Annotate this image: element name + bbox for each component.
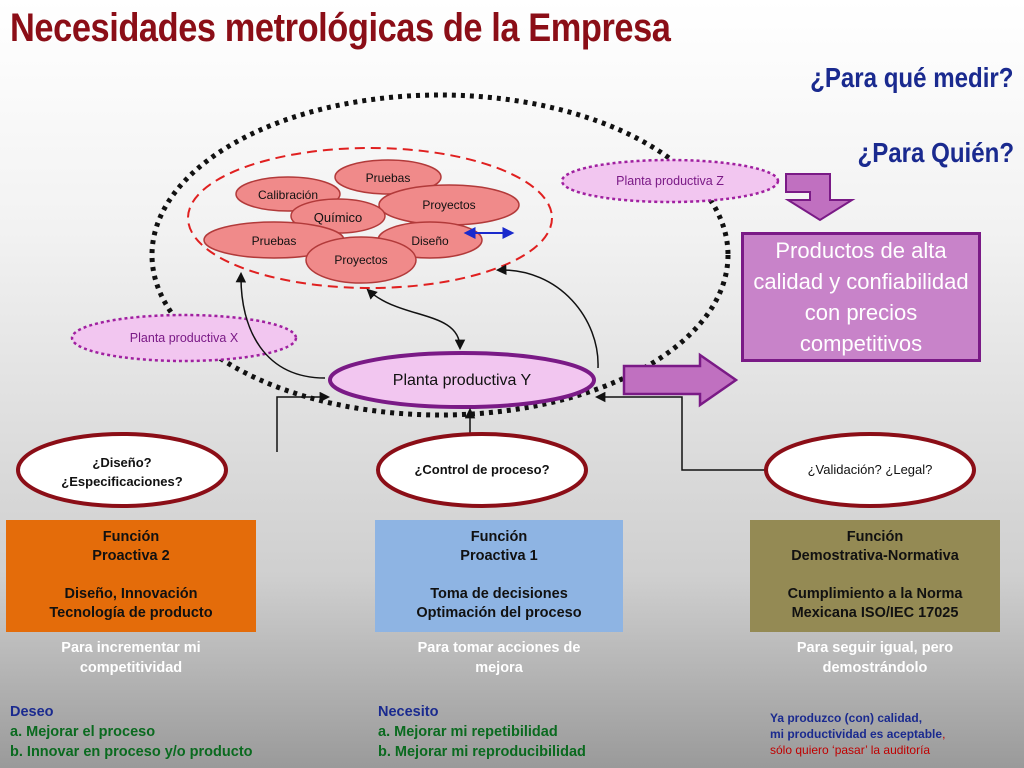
wishes-list: Deseo a. Mejorar el proceso b. Innovar e… xyxy=(10,702,253,762)
function-title: Demostrativa-Normativa xyxy=(791,548,959,564)
function-proactive-2: Función Proactiva 2 Diseño, Innovación T… xyxy=(6,520,256,632)
note-line: Para seguir igual, pero xyxy=(796,640,954,656)
bubble-label: Diseño xyxy=(411,234,449,248)
note-line: competitividad xyxy=(79,660,183,676)
bubble-pruebas-top xyxy=(334,159,442,195)
function-body: Mexicana ISO/IEC 17025 xyxy=(791,605,959,621)
function-title: Función xyxy=(846,529,904,545)
lab-cluster-ellipse xyxy=(187,147,553,289)
wishes-item-b: b. Innovar en proceso y/o producto xyxy=(10,744,253,760)
needs-heading: Necesito xyxy=(378,704,439,720)
bubble-label: Químico xyxy=(314,210,362,225)
function-title: Proactiva 1 xyxy=(460,548,538,564)
curve-arrow-left xyxy=(235,271,326,379)
function-proactive-1: Función Proactiva 1 Toma de decisiones O… xyxy=(375,520,623,632)
produce-statement: Ya produzco (con) calidad, mi productivi… xyxy=(770,710,945,758)
plant-x-label: Planta productiva X xyxy=(130,331,239,345)
function-body: Cumplimiento a la Norma xyxy=(787,586,963,602)
wishes-heading: Deseo xyxy=(10,704,54,720)
plant-z-ellipse xyxy=(560,158,780,204)
curve-arrow-center xyxy=(366,288,466,351)
plant-x-ellipse xyxy=(70,313,298,363)
decision-design-oval xyxy=(16,432,228,508)
arrow-z-to-products xyxy=(784,173,856,222)
note-line: demostrándolo xyxy=(822,660,928,676)
page-title: Necesidades metrológicas de la Empresa xyxy=(10,6,671,50)
note-line: Para incrementar mi xyxy=(61,640,201,656)
function-body: Optimación del proceso xyxy=(416,605,582,621)
decision-validation-oval xyxy=(764,432,976,508)
company-boundary-ellipse xyxy=(149,92,731,418)
function-title: Función xyxy=(102,529,160,545)
function-title: Proactiva 2 xyxy=(92,548,170,564)
decision-control-label: ¿Control de proceso? xyxy=(414,462,549,477)
produce-line3: sólo quiero ‘pasar’ la auditoría xyxy=(770,743,931,757)
function-body: Toma de decisiones xyxy=(430,586,568,602)
needs-item-a: a. Mejorar mi repetibilidad xyxy=(378,724,558,740)
question-para-que-medir: ¿Para qué medir? xyxy=(810,62,1014,93)
connector-right xyxy=(594,391,768,471)
note-line: Para tomar acciones de xyxy=(417,640,581,656)
note-proactive-1: Para tomar acciones de mejora xyxy=(375,638,623,678)
produce-line1: Ya produzco (con) calidad, xyxy=(770,711,923,725)
function-title: Función xyxy=(470,529,528,545)
bubble-label: Proyectos xyxy=(334,253,387,267)
note-proactive-2: Para incrementar mi competitividad xyxy=(6,638,256,678)
produce-line2: mi productividad es aceptable xyxy=(770,727,943,741)
decision-design-line1: ¿Diseño? xyxy=(92,455,151,470)
bubble-label: Pruebas xyxy=(252,234,297,248)
products-result-box: Productos de alta calidad y confiabilida… xyxy=(741,232,981,362)
note-normative: Para seguir igual, pero demostrándolo xyxy=(750,638,1000,678)
wishes-item-a: a. Mejorar el proceso xyxy=(10,724,156,740)
curve-arrow-right xyxy=(495,264,599,369)
decision-control-oval xyxy=(376,432,588,508)
function-body: Tecnología de producto xyxy=(49,605,213,621)
produce-line2-end: , xyxy=(942,727,946,741)
lab-bubbles xyxy=(203,159,520,284)
connector-left xyxy=(276,391,331,452)
decision-design-line2: ¿Especificaciones? xyxy=(61,474,182,489)
question-para-quien: ¿Para Quién? xyxy=(857,137,1014,168)
products-result-text: Productos de alta calidad y confiabilida… xyxy=(753,238,969,356)
bubble-label: Pruebas xyxy=(366,171,411,185)
needs-list: Necesito a. Mejorar mi repetibilidad b. … xyxy=(378,702,586,762)
plant-z-label: Planta productiva Z xyxy=(616,174,724,188)
bubble-label: Proyectos xyxy=(422,198,475,212)
bubble-proyectos-bottom xyxy=(305,236,417,284)
decision-validation-label: ¿Validación? ¿Legal? xyxy=(808,462,933,477)
arrow-y-to-products xyxy=(622,352,739,408)
plant-y-label: Planta productiva Y xyxy=(393,372,532,389)
function-normative: Función Demostrativa-Normativa Cumplimie… xyxy=(750,520,1000,632)
plant-y-ellipse xyxy=(328,351,596,409)
note-line: mejora xyxy=(475,660,523,676)
needs-item-b: b. Mejorar mi reproducibilidad xyxy=(378,744,586,760)
bubble-label: Calibración xyxy=(258,188,318,202)
function-body: Diseño, Innovación xyxy=(64,586,198,602)
